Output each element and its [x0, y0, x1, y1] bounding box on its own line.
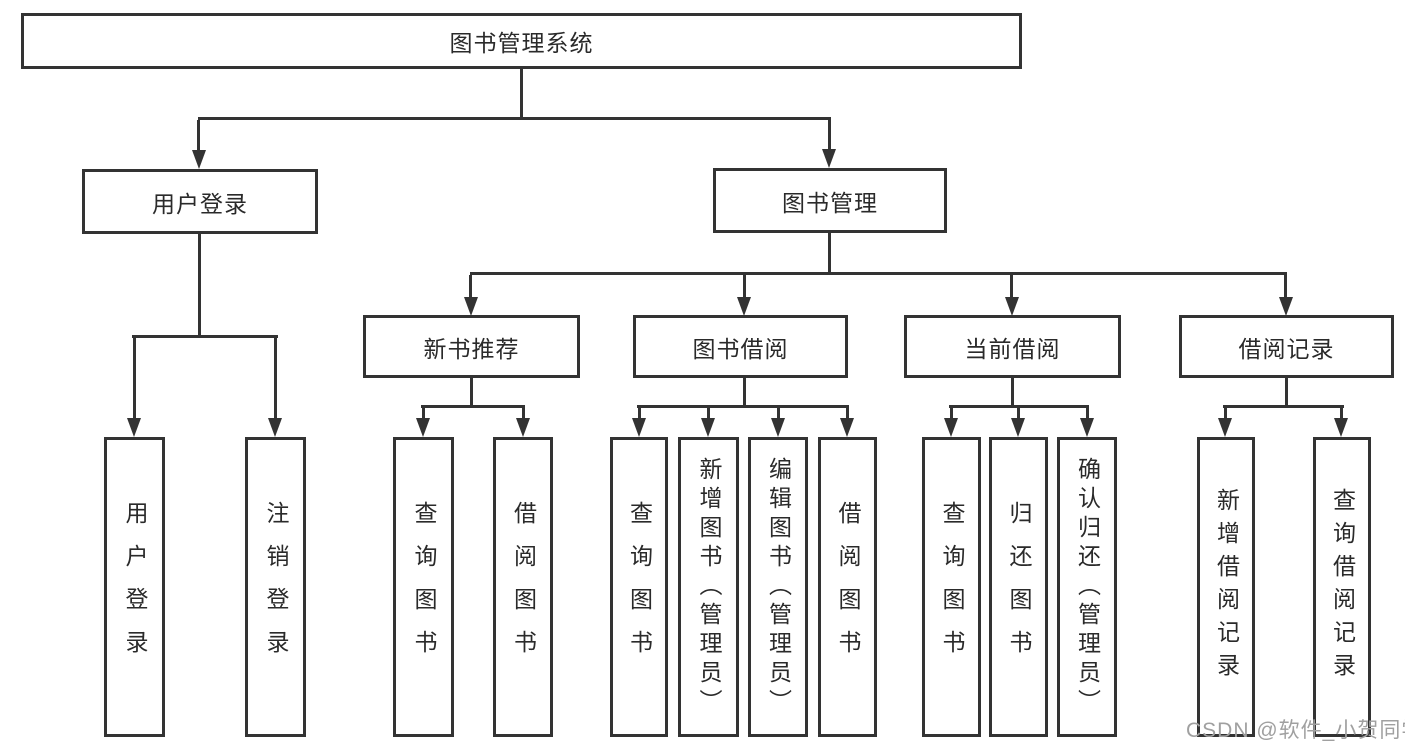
connector-leaf-drop [274, 338, 277, 418]
leaf-newbook-borrow-books: 借阅图书 [493, 437, 553, 737]
leaf-current-query-books-label: 查询图书 [939, 501, 965, 673]
leaf-logout-login-label: 注销登录 [263, 501, 289, 673]
leaf-borrow-borrow-books: 借阅图书 [818, 437, 877, 737]
node-new-book-recommend: 新书推荐 [363, 315, 580, 378]
node-borrow-records-label: 借阅记录 [1238, 335, 1335, 362]
arrow-down-icon [1279, 297, 1293, 316]
connector-leaf-drop [1340, 408, 1343, 418]
leaf-current-confirm-return-admin: 确认归还（管理员） [1057, 437, 1117, 737]
arrow-down-icon [632, 418, 646, 437]
arrow-down-icon [516, 418, 530, 437]
leaf-newbook-borrow-books-label: 借阅图书 [510, 501, 537, 673]
leaf-records-query-record: 查询借阅记录 [1313, 437, 1371, 737]
connector-currentborrow-stem [1011, 378, 1014, 407]
leaf-current-query-books: 查询图书 [922, 437, 981, 737]
connector-level2-bar [198, 117, 831, 120]
connector-records-stem [1285, 378, 1288, 407]
node-current-borrow-label: 当前借阅 [964, 335, 1061, 362]
leaf-newbook-query-books: 查询图书 [393, 437, 454, 737]
leaf-user-login-label: 用户登录 [122, 501, 148, 673]
arrow-down-icon [771, 418, 785, 437]
arrow-down-icon [416, 418, 430, 437]
connector-leaf-drop [522, 408, 525, 418]
connector-level3-drop [1284, 275, 1287, 297]
connector-newbook-bar [421, 405, 525, 408]
connector-level3-drop [1010, 275, 1013, 297]
arrow-down-icon [192, 150, 206, 169]
connector-leaf-drop [638, 408, 641, 418]
arrow-down-icon [944, 418, 958, 437]
leaf-borrow-edit-books-admin: 编辑图书（管理员） [748, 437, 808, 737]
connector-book-mgmt-drop [828, 120, 831, 149]
leaf-newbook-query-books-label: 查询图书 [411, 501, 437, 673]
arrow-down-icon [737, 297, 751, 316]
leaf-user-login: 用户登录 [104, 437, 165, 737]
connector-leaf-drop [707, 408, 710, 418]
node-current-borrow: 当前借阅 [904, 315, 1121, 378]
node-root: 图书管理系统 [21, 13, 1022, 69]
leaf-borrow-add-books-admin: 新增图书（管理员） [678, 437, 739, 737]
connector-leaf-drop [133, 338, 136, 418]
leaf-logout-login: 注销登录 [245, 437, 306, 737]
leaf-borrow-query-books-label: 查询图书 [626, 501, 653, 673]
connector-user-login-bar [132, 335, 278, 338]
leaf-borrow-edit-books-admin-label: 编辑图书（管理员） [765, 456, 792, 718]
node-new-book-recommend-label: 新书推荐 [423, 335, 520, 362]
connector-leaf-drop [1224, 408, 1227, 418]
leaf-borrow-borrow-books-label: 借阅图书 [835, 501, 861, 673]
leaf-current-return-books: 归还图书 [989, 437, 1048, 737]
arrow-down-icon [1218, 418, 1232, 437]
arrow-down-icon [822, 149, 836, 168]
connector-level3-drop [469, 275, 472, 297]
node-book-borrow-label: 图书借阅 [692, 335, 789, 362]
node-root-label: 图书管理系统 [449, 30, 594, 56]
connector-bookborrow-stem [743, 378, 746, 407]
node-borrow-records: 借阅记录 [1179, 315, 1394, 378]
arrow-down-icon [701, 418, 715, 437]
arrow-down-icon [464, 297, 478, 316]
leaf-current-confirm-return-admin-label: 确认归还（管理员） [1074, 456, 1101, 718]
connector-leaf-drop [1086, 408, 1089, 418]
connector-records-bar [1223, 405, 1344, 408]
connector-book-mgmt-stem [828, 233, 831, 274]
node-book-management: 图书管理 [713, 168, 947, 233]
watermark: CSDN @软件_小贺同学 [1186, 719, 1405, 742]
connector-currentborrow-bar [949, 405, 1089, 408]
arrow-down-icon [1005, 297, 1019, 316]
node-user-login: 用户登录 [82, 169, 318, 234]
connector-leaf-drop [846, 408, 849, 418]
connector-leaf-drop [422, 408, 425, 418]
node-book-management-label: 图书管理 [782, 189, 878, 216]
connector-level3-bar [470, 272, 1287, 275]
leaf-records-add-record: 新增借阅记录 [1197, 437, 1255, 737]
leaf-borrow-query-books: 查询图书 [610, 437, 668, 737]
connector-user-login-stem [198, 234, 201, 337]
connector-root-stem [520, 69, 523, 119]
connector-user-login-drop [197, 120, 200, 150]
leaf-records-add-record-label: 新增借阅记录 [1213, 488, 1240, 686]
connector-leaf-drop [1017, 408, 1020, 418]
leaf-borrow-add-books-admin-label: 新增图书（管理员） [696, 456, 722, 718]
connector-leaf-drop [777, 408, 780, 418]
arrow-down-icon [1011, 418, 1025, 437]
connector-leaf-drop [950, 408, 953, 418]
node-book-borrow: 图书借阅 [633, 315, 848, 378]
arrow-down-icon [268, 418, 282, 437]
arrow-down-icon [840, 418, 854, 437]
connector-level3-drop [743, 275, 746, 297]
node-user-login-label: 用户登录 [152, 190, 248, 217]
arrow-down-icon [1334, 418, 1348, 437]
leaf-records-query-record-label: 查询借阅记录 [1329, 488, 1356, 686]
connector-newbook-stem [470, 378, 473, 407]
leaf-current-return-books-label: 归还图书 [1006, 501, 1032, 673]
arrow-down-icon [1080, 418, 1094, 437]
connector-bookborrow-bar [637, 405, 849, 408]
arrow-down-icon [127, 418, 141, 437]
